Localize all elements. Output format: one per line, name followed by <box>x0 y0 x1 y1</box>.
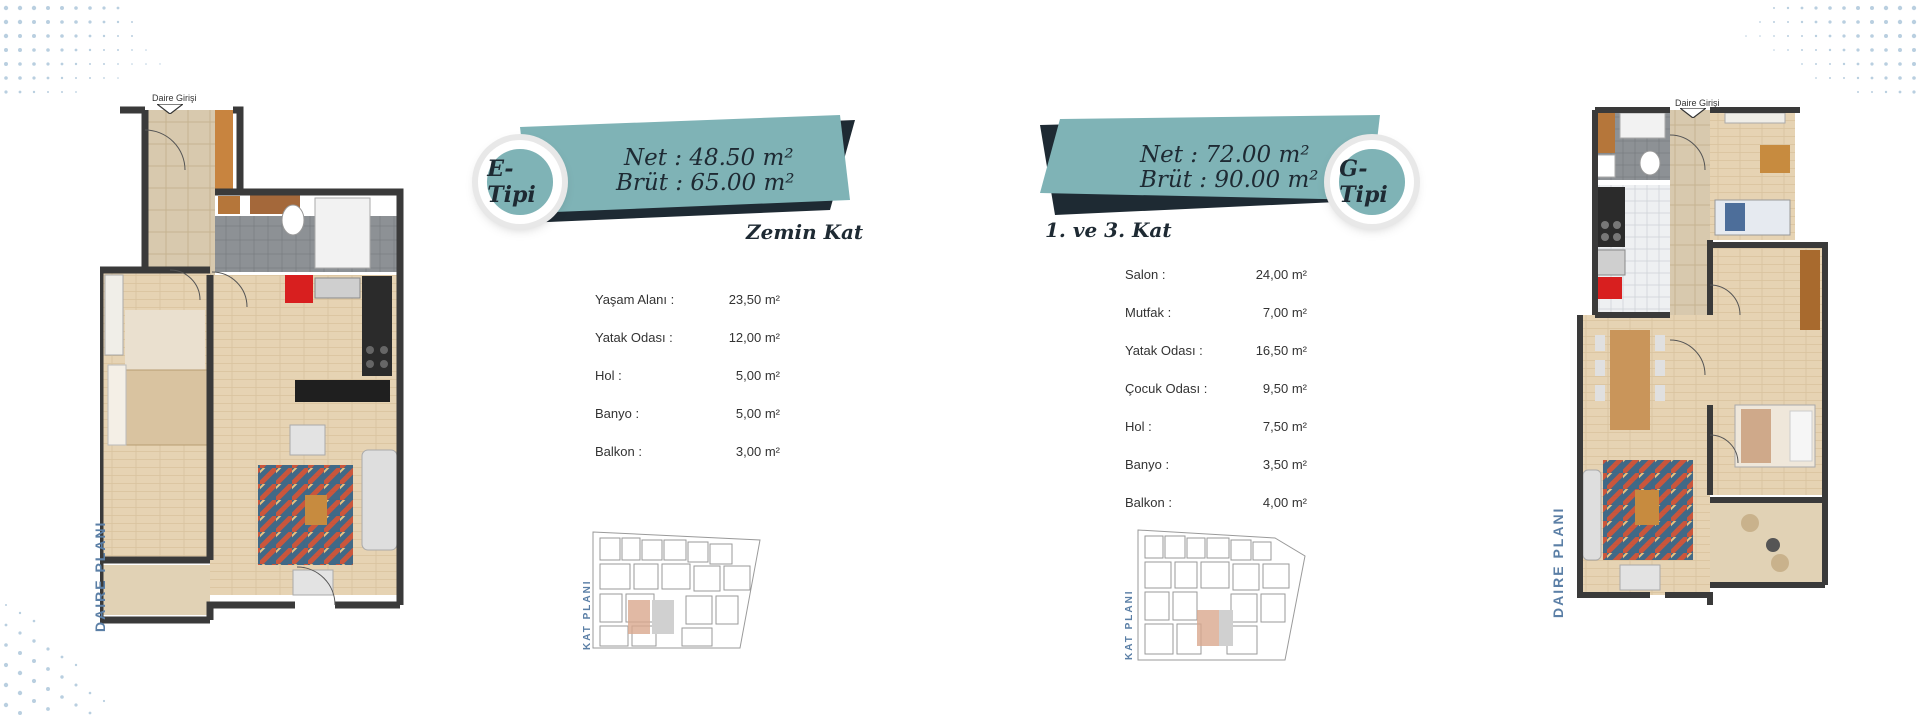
gross-area-e: Brüt : 65.00 m² <box>616 170 795 196</box>
type-badge-e: E-Tipi <box>478 140 562 224</box>
area-list-e: Yaşam Alanı :23,50 m² Yatak Odası :12,00… <box>595 292 780 459</box>
floor-label-e: Zemin Kat <box>746 220 864 244</box>
entrance-label-left: Daire Girişi <box>152 93 197 103</box>
area-list-g: Salon :24,00 m² Mutfak :7,00 m² Yatak Od… <box>1125 267 1307 510</box>
floor-plan-g-type <box>1577 107 1828 605</box>
floor-plan-e-type <box>100 106 404 624</box>
type-badge-g: G-Tipi <box>1330 140 1414 224</box>
gross-area-g: Brüt : 90.00 m² <box>1140 167 1319 193</box>
net-area-e: Net : 48.50 m² <box>624 145 794 171</box>
dot-pattern-bottom-left <box>3 604 106 715</box>
key-plan-label-e: KAT PLANI <box>582 579 593 650</box>
plan-label-right: DAIRE PLANI <box>1550 506 1566 618</box>
type-label-g: G-Tipi <box>1339 149 1405 215</box>
banner-g-type <box>1040 115 1380 215</box>
floor-label-g: 1. ve 3. Kat <box>1045 218 1172 242</box>
key-plan-e <box>592 531 761 649</box>
key-plan-g <box>1137 529 1306 661</box>
net-area-g: Net : 72.00 m² <box>1140 142 1310 168</box>
type-label-e: E-Tipi <box>487 149 553 215</box>
entrance-arrow-icon <box>1680 108 1706 118</box>
banner-e-type <box>520 115 855 223</box>
entrance-label-right: Daire Girişi <box>1675 98 1720 108</box>
key-plan-label-g: KAT PLANI <box>1124 589 1135 660</box>
dot-pattern-top-left <box>3 5 161 94</box>
dot-pattern-top-right <box>1745 5 1917 94</box>
plan-label-left: DAIRE PLANI <box>92 520 108 632</box>
entrance-arrow-icon <box>157 104 183 114</box>
